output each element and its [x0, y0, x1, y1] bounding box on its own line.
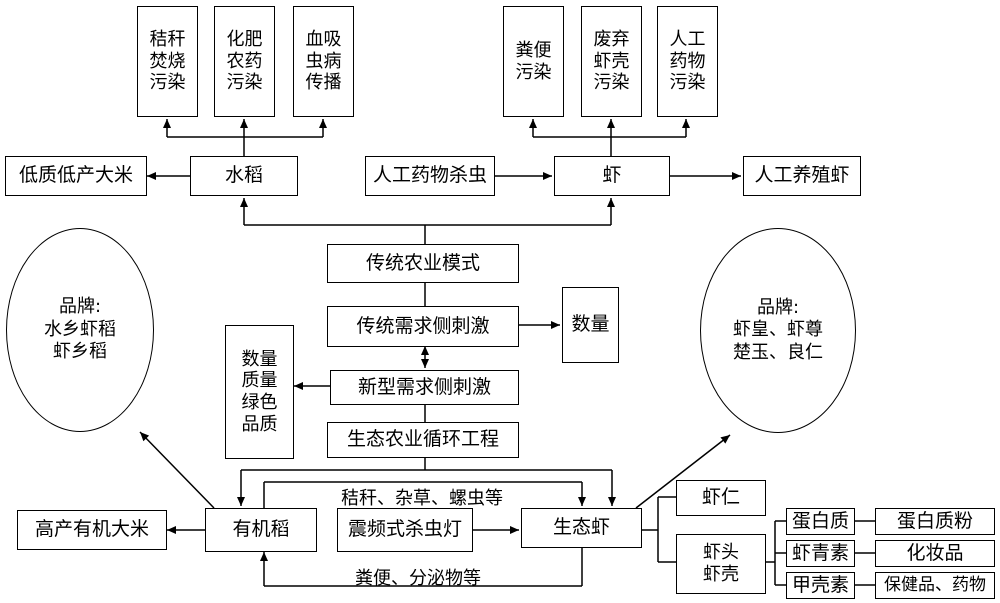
pollution-schistosomiasis: 血吸 虫病 传播 [293, 6, 354, 117]
protein-powder-box: 蛋白质粉 [875, 508, 995, 535]
cosmetics-box: 化妆品 [875, 540, 995, 567]
pollution-shrimp-shell: 废弃 虾壳 污染 [581, 6, 642, 117]
chitin-box: 甲壳素 [786, 572, 855, 599]
eco-shrimp-box: 生态虾 [521, 508, 642, 548]
shrimp-box: 虾 [554, 156, 670, 196]
pollution-fertilizer-pesticide: 化肥 农药 污染 [214, 6, 275, 117]
head-shell-box: 虾头 虾壳 [676, 534, 766, 594]
artificial-pesticide-box: 人工药物杀虫 [365, 156, 495, 196]
new-demand-box: 新型需求侧刺激 [330, 370, 519, 405]
pest-lamp-box: 震频式杀虫灯 [337, 508, 473, 552]
protein-box: 蛋白质 [786, 508, 855, 535]
artificial-shrimp-box: 人工养殖虾 [743, 156, 861, 196]
brand-ellipse-left: 品牌: 水乡虾稻 虾乡稻 [6, 228, 154, 432]
pollution-straw-burning: 秸秆 焚烧 污染 [137, 6, 198, 117]
high-yield-rice-box: 高产有机大米 [17, 510, 167, 550]
brand-ellipse-right: 品牌: 虾皇、虾尊 楚玉、良仁 [700, 228, 856, 433]
straw-weeds-label: 秸秆、杂草、螺虫等 [341, 488, 503, 509]
pollution-artificial-drugs: 人工 药物 污染 [657, 6, 718, 117]
low-quality-rice-box: 低质低产大米 [5, 156, 147, 196]
shrimp-meat-box: 虾仁 [676, 480, 766, 516]
astaxanthin-box: 虾青素 [786, 540, 855, 567]
traditional-demand-box: 传统需求侧刺激 [327, 306, 519, 347]
quantity-box: 数量 [562, 287, 619, 363]
eco-cycle-box: 生态农业循环工程 [327, 422, 519, 458]
traditional-mode-box: 传统农业模式 [327, 244, 519, 283]
quality-green-box: 数量 质量 绿色 品质 [225, 325, 294, 459]
manure-secretion-label: 粪便、分泌物等 [355, 568, 481, 589]
rice-box: 水稻 [190, 156, 298, 196]
health-products-box: 保健品、药物 [875, 572, 995, 599]
organic-rice-box: 有机稻 [205, 508, 317, 552]
pollution-manure: 粪便 污染 [503, 6, 564, 117]
